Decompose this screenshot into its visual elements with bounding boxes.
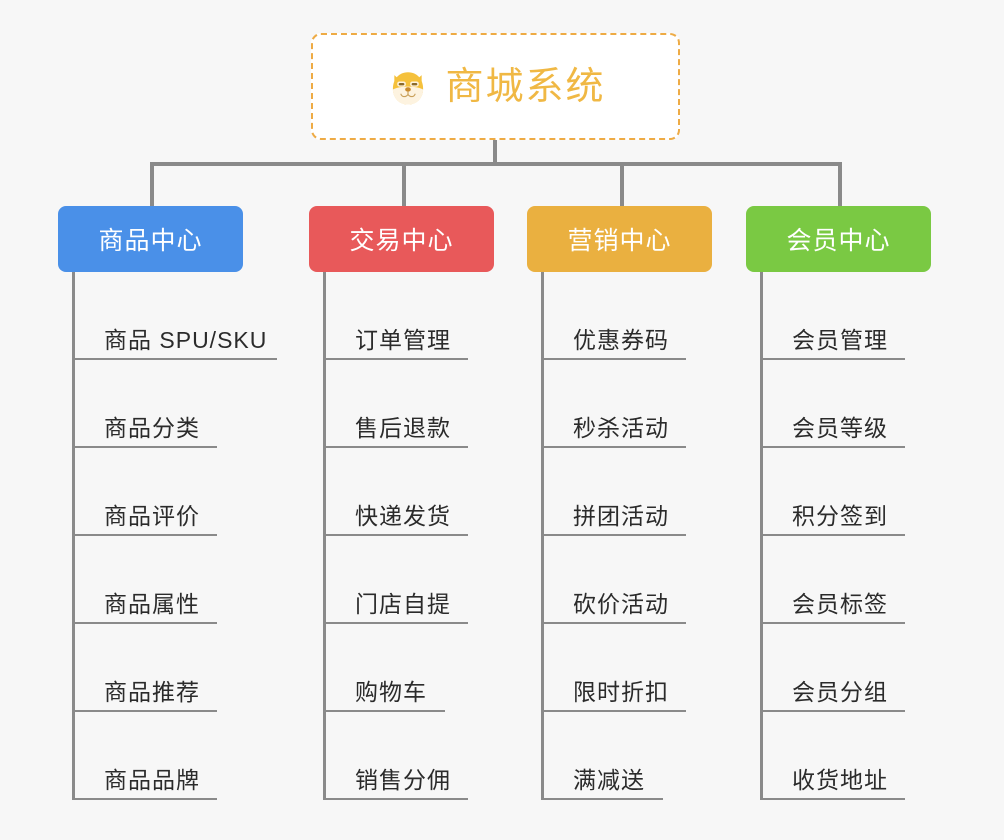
connector-drop-2 [620,162,624,206]
leaf-item-label: 会员分组 [792,679,888,705]
leaf-item[interactable]: 售后退款 [323,360,468,448]
connector-root-stem [493,140,497,164]
leaf-item[interactable]: 限时折扣 [541,624,686,712]
connector-drop-3 [838,162,842,206]
leaf-item[interactable]: 拼团活动 [541,448,686,536]
leaf-item-label: 商品评价 [104,503,200,529]
leaf-item-label: 满减送 [573,767,645,793]
connector-drop-1 [402,162,406,206]
leaf-item-label: 拼团活动 [573,503,669,529]
root-title: 商城系统 [445,65,606,108]
leaf-spine [323,272,326,800]
shiba-inu-icon [385,65,431,111]
leaf-item-label: 秒杀活动 [573,415,669,441]
leaf-item-label: 会员等级 [792,415,888,441]
leaf-item[interactable]: 购物车 [323,624,445,712]
leaf-item-label: 售后退款 [355,415,451,441]
connector-drop-0 [150,162,154,206]
leaf-item-label: 商品品牌 [104,767,200,793]
leaf-item[interactable]: 会员管理 [760,272,905,360]
category-label: 商品中心 [98,227,203,255]
leaf-item-label: 优惠券码 [573,327,669,353]
leaf-item[interactable]: 订单管理 [323,272,468,360]
leaf-item[interactable]: 满减送 [541,712,663,800]
leaf-item-label: 砍价活动 [573,591,669,617]
leaf-item-label: 商品分类 [104,415,200,441]
leaf-item-label: 商品推荐 [104,679,200,705]
leaf-item-label: 会员管理 [792,327,888,353]
leaf-item-label: 限时折扣 [573,679,669,705]
leaf-item[interactable]: 收货地址 [760,712,905,800]
leaf-item[interactable]: 会员分组 [760,624,905,712]
leaf-item-label: 快递发货 [355,503,451,529]
category-box-1[interactable]: 交易中心 [309,206,494,272]
leaf-item-label: 销售分佣 [355,767,451,793]
leaf-item-label: 商品属性 [104,591,200,617]
connector-horizontal-bus [150,162,840,166]
category-box-0[interactable]: 商品中心 [58,206,243,272]
category-box-2[interactable]: 营销中心 [527,206,712,272]
leaf-item[interactable]: 秒杀活动 [541,360,686,448]
category-box-3[interactable]: 会员中心 [746,206,931,272]
leaf-item-label: 积分签到 [792,503,888,529]
leaf-item[interactable]: 商品品牌 [72,712,217,800]
category-label: 营销中心 [567,227,672,255]
leaf-item[interactable]: 商品 SPU/SKU [72,272,277,360]
leaf-item-label: 门店自提 [355,591,451,617]
leaf-item-label: 购物车 [355,679,427,705]
leaf-spine [541,272,544,800]
leaf-item[interactable]: 积分签到 [760,448,905,536]
leaf-item-label: 收货地址 [792,767,888,793]
leaf-spine [72,272,75,800]
leaf-item[interactable]: 会员等级 [760,360,905,448]
leaf-item[interactable]: 商品推荐 [72,624,217,712]
leaf-item[interactable]: 砍价活动 [541,536,686,624]
leaf-item[interactable]: 商品属性 [72,536,217,624]
leaf-item[interactable]: 商品分类 [72,360,217,448]
leaf-item-label: 会员标签 [792,591,888,617]
leaf-item[interactable]: 门店自提 [323,536,468,624]
leaf-item[interactable]: 会员标签 [760,536,905,624]
leaf-spine [760,272,763,800]
category-label: 会员中心 [786,227,891,255]
leaf-item[interactable]: 快递发货 [323,448,468,536]
category-label: 交易中心 [349,227,454,255]
leaf-item-label: 订单管理 [355,327,451,353]
leaf-item[interactable]: 销售分佣 [323,712,468,800]
leaf-item[interactable]: 商品评价 [72,448,217,536]
root-node-mall-system[interactable]: 商城系统 [311,33,680,140]
leaf-item-label: 商品 SPU/SKU [104,327,268,353]
leaf-item[interactable]: 优惠券码 [541,272,686,360]
